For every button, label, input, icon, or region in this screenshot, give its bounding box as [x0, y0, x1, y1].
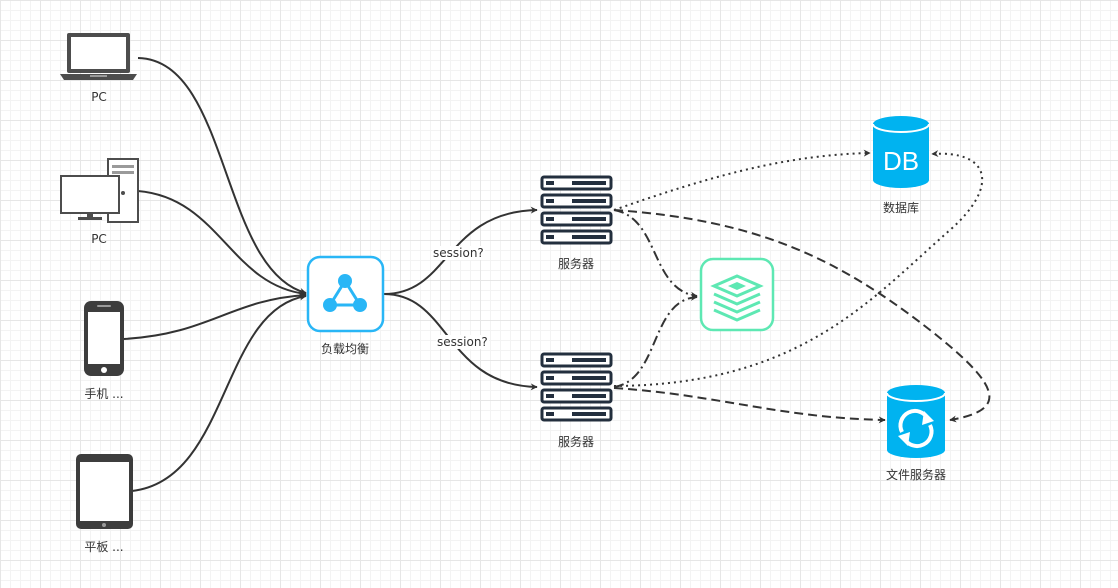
desktop-computer-icon[interactable] [60, 158, 139, 223]
edge-server1-to-db[interactable] [613, 149, 871, 211]
server-1-icon[interactable] [540, 175, 613, 245]
database-label: 数据库 [882, 201, 920, 215]
edge-server2-to-db[interactable] [613, 150, 984, 387]
server-2-icon[interactable] [540, 352, 613, 422]
edge-server1-to-fileserver[interactable] [613, 209, 991, 423]
cache-icon[interactable] [699, 257, 775, 332]
tablet-icon[interactable] [76, 454, 133, 529]
edge-server1-to-cache[interactable] [613, 209, 698, 299]
load-balancer-label: 负载均衡 [320, 342, 370, 356]
load-balancer-icon[interactable] [306, 255, 385, 333]
tablet-label: 平板 ... [84, 540, 124, 554]
server-1-label: 服务器 [557, 257, 595, 271]
edge-pc2-to-lb[interactable] [137, 190, 307, 297]
edge-server2-to-cache[interactable] [613, 293, 698, 388]
file-server-label: 文件服务器 [885, 468, 947, 482]
edge-mobile-to-lb[interactable] [123, 291, 307, 340]
db-icon-text: DB [883, 146, 919, 176]
mobile-label: 手机 ... [84, 387, 124, 401]
client-edges [123, 57, 307, 492]
edge-label-lb-to-server2: session? [436, 335, 489, 349]
pc2-label: PC [91, 232, 107, 246]
edge-server2-to-fileserver[interactable] [613, 387, 886, 424]
lb-edges [383, 206, 538, 391]
server-2-label: 服务器 [557, 435, 595, 449]
file-server-icon[interactable] [886, 385, 946, 458]
database-icon[interactable]: DB [872, 116, 930, 188]
edge-pc1-to-lb[interactable] [137, 57, 307, 295]
edge-tablet-to-lb[interactable] [131, 293, 307, 492]
pc1-label: PC [91, 90, 107, 104]
mobile-phone-icon[interactable] [84, 301, 124, 376]
storage-edges [613, 149, 991, 424]
edge-label-lb-to-server1: session? [432, 246, 485, 260]
laptop-icon[interactable] [60, 33, 137, 80]
